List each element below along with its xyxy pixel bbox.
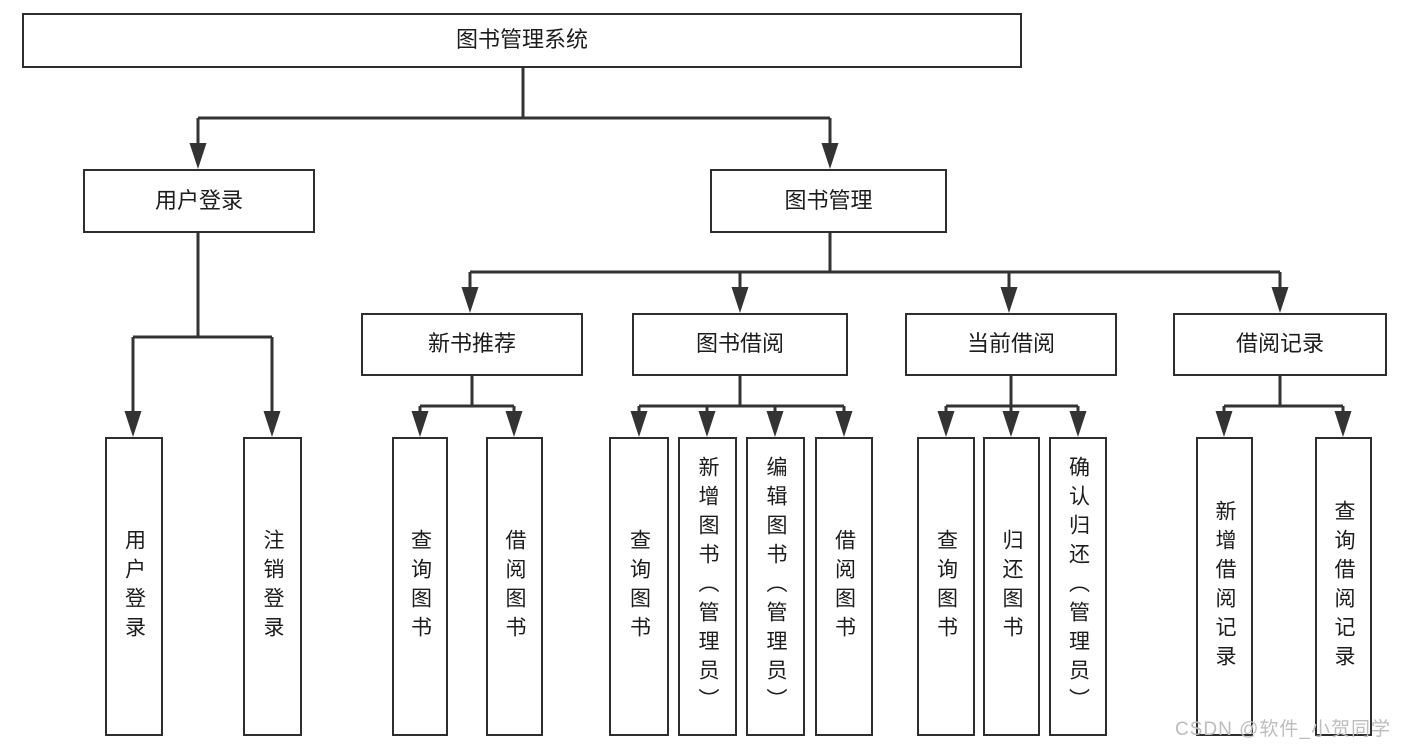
node-current-borrow-label: 当前借阅 — [966, 331, 1055, 357]
arrowhead-icon — [411, 411, 429, 437]
node-borrow-borrow-books: 借阅图书 — [815, 437, 873, 736]
arrowhead-icon — [1000, 287, 1018, 313]
arrowhead-icon — [1334, 411, 1352, 437]
arrowhead-icon — [1215, 411, 1233, 437]
arrowhead-icon — [731, 287, 749, 313]
connector-newbookrec-branch — [418, 376, 516, 413]
node-borrow-records: 借阅记录 — [1173, 313, 1387, 376]
node-records-query-borrow-record-label: 查询借阅记录 — [1332, 499, 1355, 674]
node-logout: 注销登录 — [243, 437, 302, 736]
node-logout-label: 注销登录 — [261, 528, 284, 645]
node-user-login-label: 用户登录 — [122, 528, 146, 645]
connector-login-branch — [131, 233, 274, 413]
node-book-management: 图书管理 — [710, 169, 947, 233]
connector-bookmgmt-branch — [468, 233, 1282, 289]
node-book-management-label: 图书管理 — [784, 187, 873, 213]
connector-root-to-level2 — [196, 68, 832, 144]
connector-bookborrow-branch — [637, 376, 846, 413]
arrowhead-icon — [1069, 411, 1087, 437]
node-borrow-records-label: 借阅记录 — [1235, 331, 1324, 357]
node-records-query-borrow-record: 查询借阅记录 — [1315, 437, 1372, 736]
arrowhead-icon — [1271, 287, 1289, 313]
node-newbook-query-books: 查询图书 — [392, 437, 448, 736]
node-user-login: 用户登录 — [105, 437, 163, 736]
arrowhead-icon — [263, 411, 281, 437]
connector-borrowrecords-branch — [1222, 376, 1345, 413]
arrowhead-icon — [189, 143, 207, 169]
node-borrow-query-books-label: 查询图书 — [627, 528, 651, 645]
node-book-borrow-label: 图书借阅 — [695, 331, 784, 357]
arrowhead-icon — [766, 411, 784, 437]
node-current-return-books-label: 归还图书 — [1000, 528, 1023, 645]
node-newbook-query-books-label: 查询图书 — [408, 528, 432, 645]
node-root-label: 图书管理系统 — [455, 27, 588, 53]
node-login-group: 用户登录 — [83, 169, 315, 233]
node-root: 图书管理系统 — [22, 13, 1022, 68]
node-new-book-recommend-label: 新书推荐 — [427, 331, 516, 357]
csdn-watermark: CSDN @软件_小贺同学 — [1175, 719, 1391, 740]
arrowhead-icon — [937, 411, 955, 437]
node-borrow-edit-books-admin-label: 编辑图书（管理员） — [764, 456, 787, 717]
node-borrow-add-books-admin: 新增图书（管理员） — [678, 437, 737, 736]
node-current-return-books: 归还图书 — [983, 437, 1040, 736]
node-borrow-borrow-books-label: 借阅图书 — [832, 528, 856, 645]
node-current-confirm-return-admin: 确认归还（管理员） — [1049, 437, 1107, 736]
node-borrow-query-books: 查询图书 — [609, 437, 669, 736]
arrowhead-icon — [461, 287, 479, 313]
node-new-book-recommend: 新书推荐 — [361, 313, 583, 376]
arrowhead-icon — [1002, 411, 1020, 437]
node-book-borrow: 图书借阅 — [632, 313, 848, 376]
node-records-add-borrow-record-label: 新增借阅记录 — [1213, 499, 1236, 674]
arrowhead-icon — [630, 411, 648, 437]
arrowhead-icon — [835, 411, 853, 437]
arrowhead-icon — [821, 143, 839, 169]
node-borrow-add-books-admin-label: 新增图书（管理员） — [696, 456, 719, 717]
node-newbook-borrow-books: 借阅图书 — [486, 437, 543, 736]
node-current-borrow: 当前借阅 — [905, 313, 1117, 376]
arrowhead-icon — [124, 411, 142, 437]
node-newbook-borrow-books-label: 借阅图书 — [503, 528, 526, 645]
node-current-query-books: 查询图书 — [917, 437, 975, 736]
arrowhead-icon — [505, 411, 523, 437]
connector-currentborrow-branch — [944, 376, 1080, 413]
node-current-confirm-return-admin-label: 确认归还（管理员） — [1066, 456, 1090, 717]
node-borrow-edit-books-admin: 编辑图书（管理员） — [746, 437, 805, 736]
arrowhead-icon — [698, 411, 716, 437]
node-current-query-books-label: 查询图书 — [934, 528, 958, 645]
node-records-add-borrow-record: 新增借阅记录 — [1196, 437, 1253, 736]
node-login-group-label: 用户登录 — [154, 187, 243, 213]
